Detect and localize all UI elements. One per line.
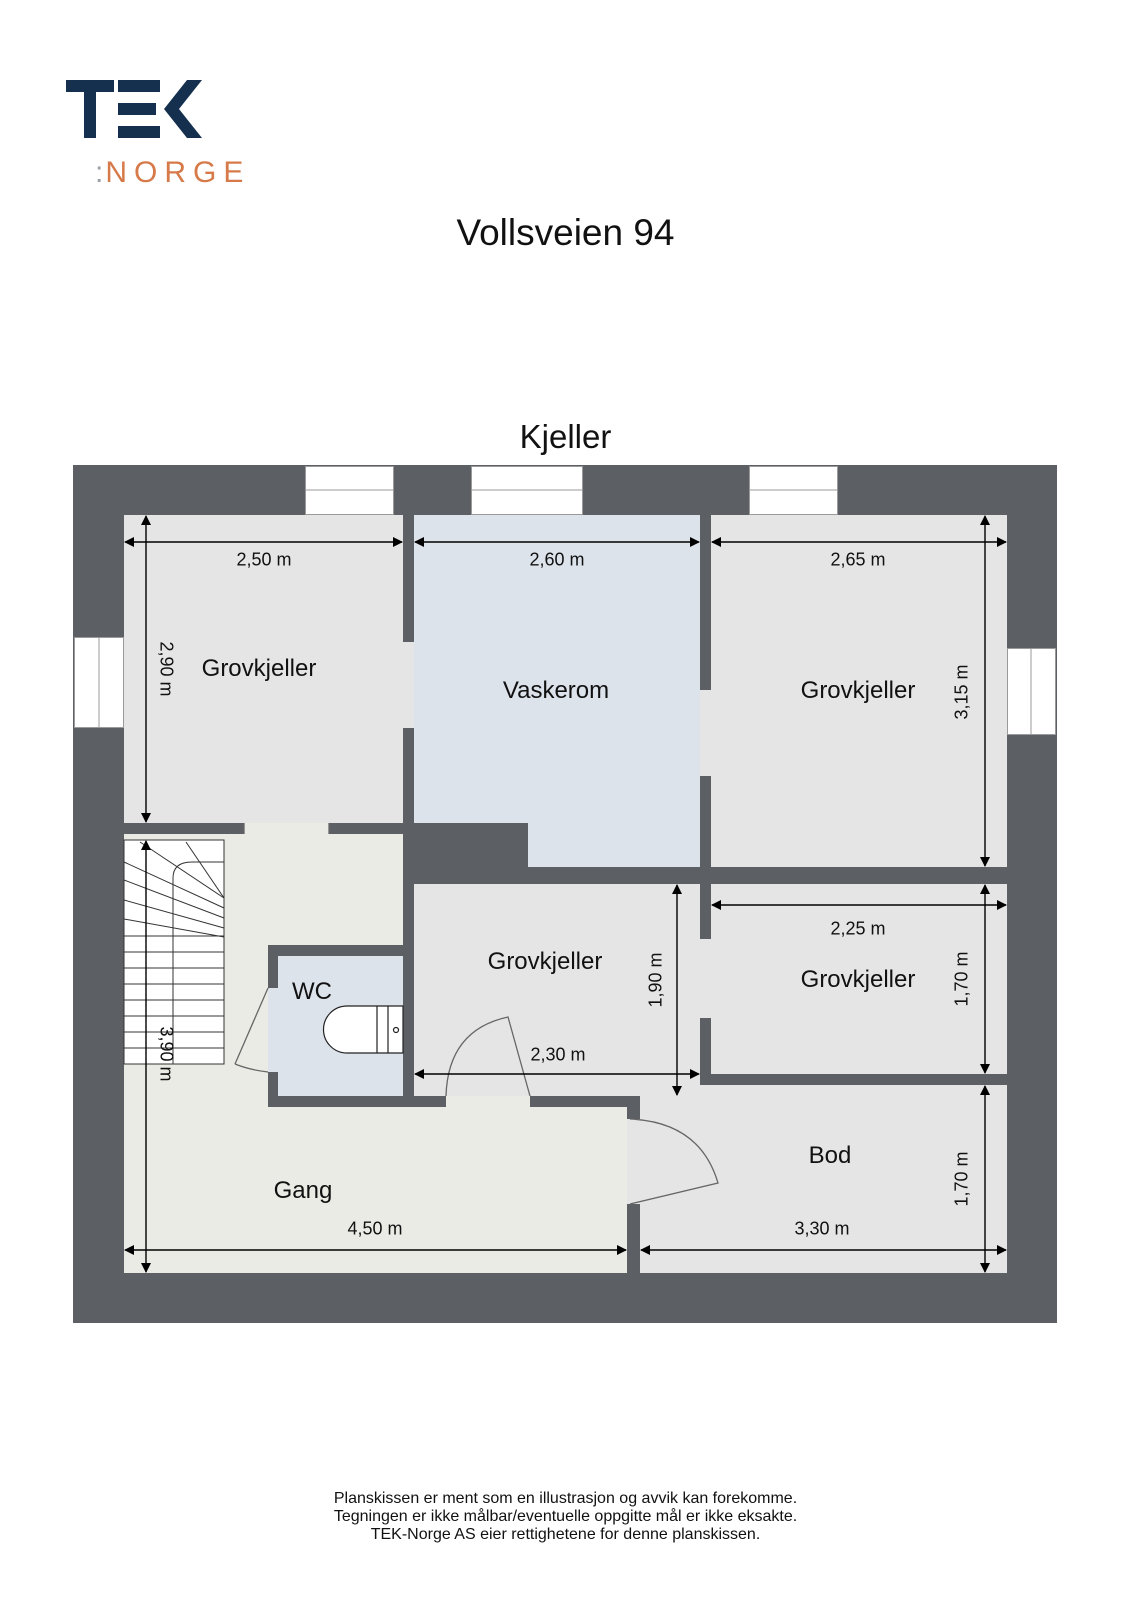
disclaimer-line-1: Planskissen er ment som en illustrasjon …: [333, 1490, 798, 1507]
room-grovkjeller-top-right: [711, 515, 1007, 867]
opening-left-vaskerom: [403, 642, 414, 728]
toilet-icon: [322, 1005, 404, 1054]
room-label-gang: Gang: [273, 1177, 333, 1204]
page-title: Vollsveien 94: [456, 212, 675, 253]
tek-logo: [66, 80, 206, 145]
stairs-icon: [123, 839, 225, 1065]
norge-wordmark: :NORGE: [95, 156, 250, 190]
dim-width-grovkjeller-top-left: 2,50 m: [236, 549, 292, 570]
room-label-grovkjeller-right-middle: Grovkjeller: [800, 966, 916, 993]
room-grovkjeller-middle: [414, 884, 700, 1096]
dim-length-grovkjeller-top-left: 2,90 m: [156, 641, 177, 697]
room-label-bod: Bod: [808, 1142, 852, 1169]
floor-label: Kjeller: [519, 418, 612, 455]
dim-length-bod: 1,70 m: [951, 1151, 972, 1207]
dim-length-grovkjeller-middle: 1,90 m: [645, 952, 666, 1008]
bod-door-opening: [627, 1119, 640, 1204]
disclaimer-line-2: Tegningen er ikke målbar/eventuelle oppg…: [333, 1508, 798, 1525]
room-label-wc: WC: [292, 978, 332, 1005]
logo-colon: :: [95, 156, 106, 189]
logo-sub-text: NORGE: [105, 156, 251, 189]
wc-door-opening: [268, 988, 278, 1072]
dim-width-grovkjeller-top-right: 2,65 m: [830, 549, 886, 570]
room-vaskerom-lower: [528, 823, 700, 867]
dim-length-grovkjeller-right-middle: 1,70 m: [951, 951, 972, 1007]
dim-width-bod: 3,30 m: [794, 1218, 850, 1239]
dim-width-grovkjeller-middle: 2,30 m: [530, 1044, 586, 1065]
room-label-grovkjeller-middle: Grovkjeller: [487, 948, 603, 975]
door-opening-top: [244, 823, 329, 834]
room-grovkjeller-right-middle: [711, 884, 1007, 1074]
dim-width-grovkjeller-right-middle: 2,25 m: [830, 918, 886, 939]
room-vaskerom: [414, 515, 700, 823]
room-grovkjeller-top-left: [124, 515, 403, 823]
tek-logo-mark-icon: [66, 80, 202, 138]
opening-vaskerom-right: [700, 690, 711, 776]
door-opening-mid: [446, 1096, 530, 1107]
room-label-vaskerom: Vaskerom: [502, 677, 610, 704]
dim-length-gang: 3,90 m: [156, 1026, 177, 1082]
dim-width-gang: 4,50 m: [347, 1218, 403, 1239]
dim-width-vaskerom: 2,60 m: [529, 549, 585, 570]
dim-length-grovkjeller-top-right: 3,15 m: [951, 664, 972, 720]
disclaimer-line-3: TEK-Norge AS eier rettighetene for denne…: [370, 1526, 761, 1543]
room-bod: [640, 1085, 1007, 1273]
opening-right-middle: [700, 939, 711, 1018]
room-label-grovkjeller-top-left: Grovkjeller: [201, 655, 317, 682]
disclaimer: Planskissen er ment som en illustrasjon …: [0, 1490, 1131, 1544]
room-label-grovkjeller-top-right: Grovkjeller: [800, 677, 916, 704]
